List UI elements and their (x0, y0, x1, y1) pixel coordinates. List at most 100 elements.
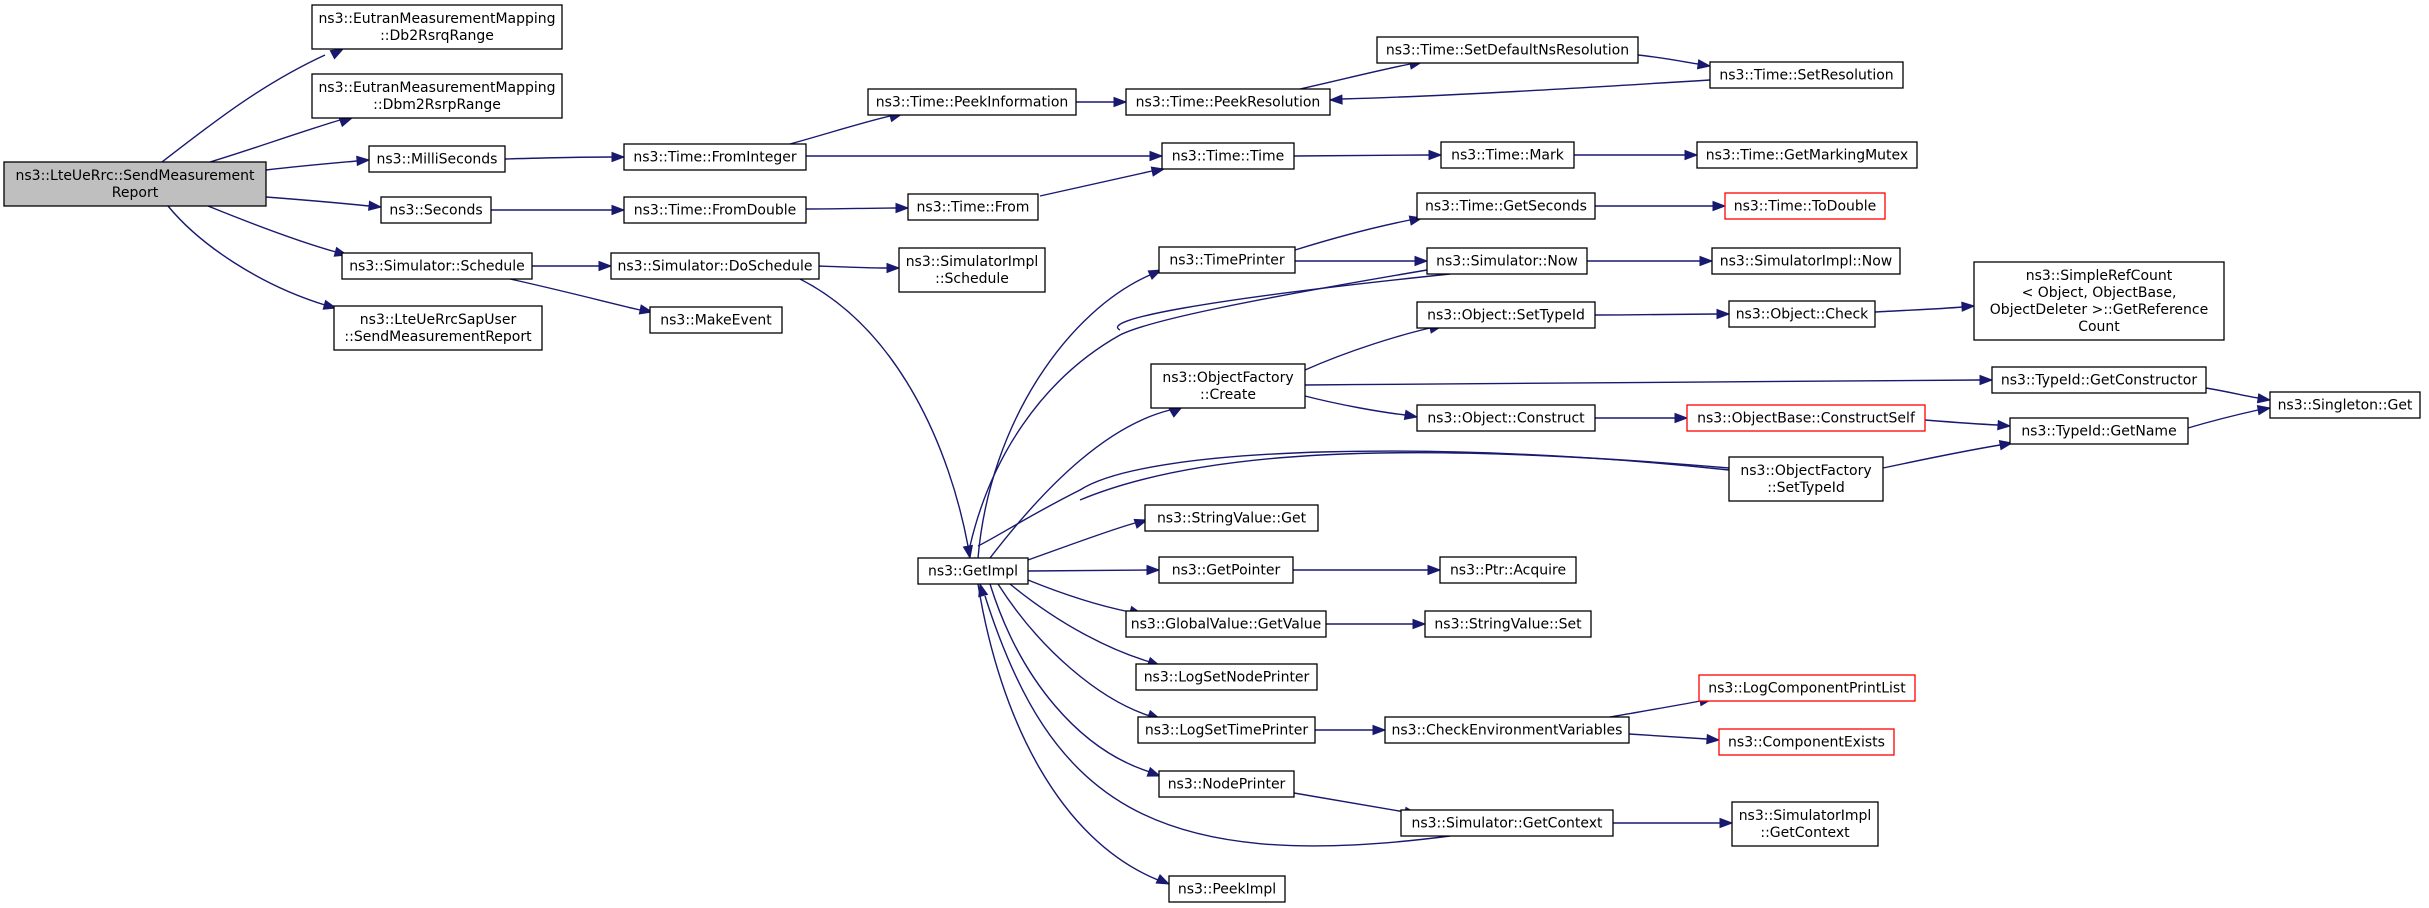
node-label: ns3::Time::SetDefaultNsResolution (1386, 43, 1629, 59)
node-setres[interactable]: ns3::Time::SetResolution (1709, 61, 1904, 89)
edge-root-to-milli (265, 155, 371, 171)
node-logsetnode[interactable]: ns3::LogSetNodePrinter (1135, 663, 1318, 691)
node-mutex[interactable]: ns3::Time::GetMarkingMutex (1696, 141, 1918, 169)
node-getseconds[interactable]: ns3::Time::GetSeconds (1416, 192, 1596, 220)
edge-objconstruct-to-constructself (1595, 412, 1689, 424)
node-label: ns3::LteUeRrc::SendMeasurement (16, 168, 255, 184)
edge-doschedule-to-getimpl (799, 278, 973, 560)
node-root[interactable]: ns3::LteUeRrc::SendMeasurementReport (3, 161, 267, 207)
node-getpointer[interactable]: ns3::GetPointer (1158, 556, 1294, 584)
edge-getimpl-to-timeprinter (977, 269, 1163, 559)
node-simimplnow[interactable]: ns3::SimulatorImpl::Now (1711, 247, 1901, 275)
node-mark[interactable]: ns3::Time::Mark (1440, 141, 1575, 169)
node-getctor[interactable]: ns3::TypeId::GetConstructor (1991, 366, 2207, 394)
node-timeprinter[interactable]: ns3::TimePrinter (1158, 246, 1296, 274)
node-ofcreate[interactable]: ns3::ObjectFactory::Create (1150, 363, 1306, 409)
node-objconstruct[interactable]: ns3::Object::Construct (1416, 404, 1596, 432)
node-simnow[interactable]: ns3::Simulator::Now (1426, 247, 1588, 275)
node-ofsettypeid[interactable]: ns3::ObjectFactory::SetTypeId (1728, 456, 1884, 502)
node-getname[interactable]: ns3::TypeId::GetName (2009, 417, 2189, 445)
node-refcount[interactable]: ns3::SimpleRefCount< Object, ObjectBase,… (1973, 261, 2225, 341)
node-peekres[interactable]: ns3::Time::PeekResolution (1125, 88, 1331, 116)
edge-settypeid-to-objcheck (1594, 308, 1731, 320)
node-doschedule[interactable]: ns3::Simulator::DoSchedule (610, 252, 820, 280)
node-label: ns3::EutranMeasurementMapping (318, 80, 555, 96)
edge-milli-to-frominteger (504, 151, 626, 163)
node-logprint[interactable]: ns3::LogComponentPrintList (1698, 674, 1916, 702)
node-label: ns3::Time::Time (1172, 149, 1284, 165)
node-schedule[interactable]: ns3::Simulator::Schedule (341, 252, 533, 280)
edge-objectfactory-settypeid-to-getimpl (977, 450, 1730, 547)
node-label: ns3::Ptr::Acquire (1450, 563, 1566, 579)
edge-peekinfo-to-peekres (1076, 96, 1128, 108)
edge-setdefault-to-setres (1637, 54, 1712, 70)
edge-getcontext-to-getimpl (978, 582, 1451, 847)
node-label: ns3::Time::SetResolution (1719, 68, 1893, 84)
node-label: ns3::Time::GetMarkingMutex (1706, 148, 1908, 164)
edge-mark-to-mutex (1574, 149, 1699, 161)
node-label: ns3::Simulator::GetContext (1411, 816, 1603, 832)
node-gvget[interactable]: ns3::GlobalValue::GetValue (1125, 610, 1327, 638)
edge-ofcreate-to-settypeid (1304, 323, 1444, 371)
node-label: ns3::LogComponentPrintList (1708, 681, 1906, 697)
node-fromdouble[interactable]: ns3::Time::FromDouble (623, 196, 807, 224)
node-from[interactable]: ns3::Time::From (907, 193, 1039, 221)
node-peekinfo[interactable]: ns3::Time::PeekInformation (867, 88, 1077, 116)
edge-peekres-to-setdefault (1299, 59, 1424, 90)
node-label: Report (112, 185, 159, 201)
node-label: Count (2078, 319, 2120, 335)
node-label: ns3::Time::PeekInformation (876, 95, 1069, 111)
edge-ofsettypeid-to-getname (1882, 440, 2014, 469)
node-setdefault[interactable]: ns3::Time::SetDefaultNsResolution (1376, 36, 1639, 64)
node-ptracquire[interactable]: ns3::Ptr::Acquire (1439, 556, 1577, 584)
edge-ofcreate-to-getctor (1304, 374, 1994, 386)
node-getcontext[interactable]: ns3::Simulator::GetContext (1400, 809, 1614, 837)
node-label: ns3::TypeId::GetName (2021, 424, 2176, 440)
node-constructself[interactable]: ns3::ObjectBase::ConstructSelf (1686, 404, 1926, 432)
edge-getctor-to-singleton (2205, 387, 2272, 404)
node-objcheck[interactable]: ns3::Object::Check (1728, 300, 1876, 328)
node-makeevent[interactable]: ns3::MakeEvent (649, 306, 783, 334)
node-seconds[interactable]: ns3::Seconds (380, 196, 492, 224)
node-nodeprinter[interactable]: ns3::NodePrinter (1158, 770, 1295, 798)
node-label: ns3::ObjectFactory (1162, 370, 1293, 386)
node-label: ns3::Time::From (917, 200, 1030, 216)
edge-getname-to-singleton (2187, 405, 2272, 429)
node-stringget[interactable]: ns3::StringValue::Get (1144, 504, 1319, 532)
node-db2rsrq[interactable]: ns3::EutranMeasurementMapping::Db2RsrqRa… (311, 4, 563, 50)
edge-schedule-to-doschedule (532, 260, 613, 272)
node-dbm2rsrp[interactable]: ns3::EutranMeasurementMapping::Dbm2RsrpR… (311, 73, 563, 119)
node-stringset[interactable]: ns3::StringValue::Set (1424, 610, 1592, 638)
node-label: ns3::ObjectFactory (1740, 463, 1871, 479)
node-milli[interactable]: ns3::MilliSeconds (368, 145, 506, 173)
edge-getimpl-to-peekimpl (977, 583, 1171, 885)
node-simimplschedule[interactable]: ns3::SimulatorImpl::Schedule (898, 247, 1046, 293)
node-time[interactable]: ns3::Time::Time (1161, 142, 1295, 170)
node-label: ns3::EutranMeasurementMapping (318, 11, 555, 27)
node-simimplctx[interactable]: ns3::SimulatorImpl::GetContext (1731, 801, 1879, 847)
edge-time-to-mark (1293, 149, 1443, 161)
edge-from-to-time (1039, 166, 1166, 197)
node-singleton[interactable]: ns3::Singleton::Get (2269, 391, 2421, 419)
node-peekimpl[interactable]: ns3::PeekImpl (1168, 875, 1286, 903)
node-label: ns3::ComponentExists (1728, 735, 1885, 751)
node-settypeid[interactable]: ns3::Object::SetTypeId (1416, 301, 1596, 329)
node-label: ns3::LteUeRrcSapUser (360, 312, 517, 328)
edge-getimpl-to-logsettime (997, 583, 1162, 720)
edge-getimpl-to-getpointer (1027, 564, 1161, 576)
node-logsettime[interactable]: ns3::LogSetTimePrinter (1137, 716, 1316, 744)
node-todouble[interactable]: ns3::Time::ToDouble (1724, 192, 1886, 220)
edge-setres-to-peekres (1328, 79, 1711, 105)
node-checkenv[interactable]: ns3::CheckEnvironmentVariables (1384, 716, 1630, 744)
node-label: ns3::Time::PeekResolution (1136, 95, 1321, 111)
node-label: ns3::Object::Check (1736, 307, 1869, 323)
node-label: ns3::TimePrinter (1169, 253, 1285, 269)
node-frominteger[interactable]: ns3::Time::FromInteger (623, 143, 807, 171)
node-compexists[interactable]: ns3::ComponentExists (1718, 728, 1895, 756)
node-getimpl[interactable]: ns3::GetImpl (917, 557, 1029, 585)
edge-objcheck-to-refcount (1874, 301, 1976, 313)
node-sapuser[interactable]: ns3::LteUeRrcSapUser::SendMeasurementRep… (333, 305, 543, 351)
node-label: ns3::Simulator::DoSchedule (618, 259, 813, 275)
node-label: ns3::SimulatorImpl::Now (1720, 254, 1893, 270)
